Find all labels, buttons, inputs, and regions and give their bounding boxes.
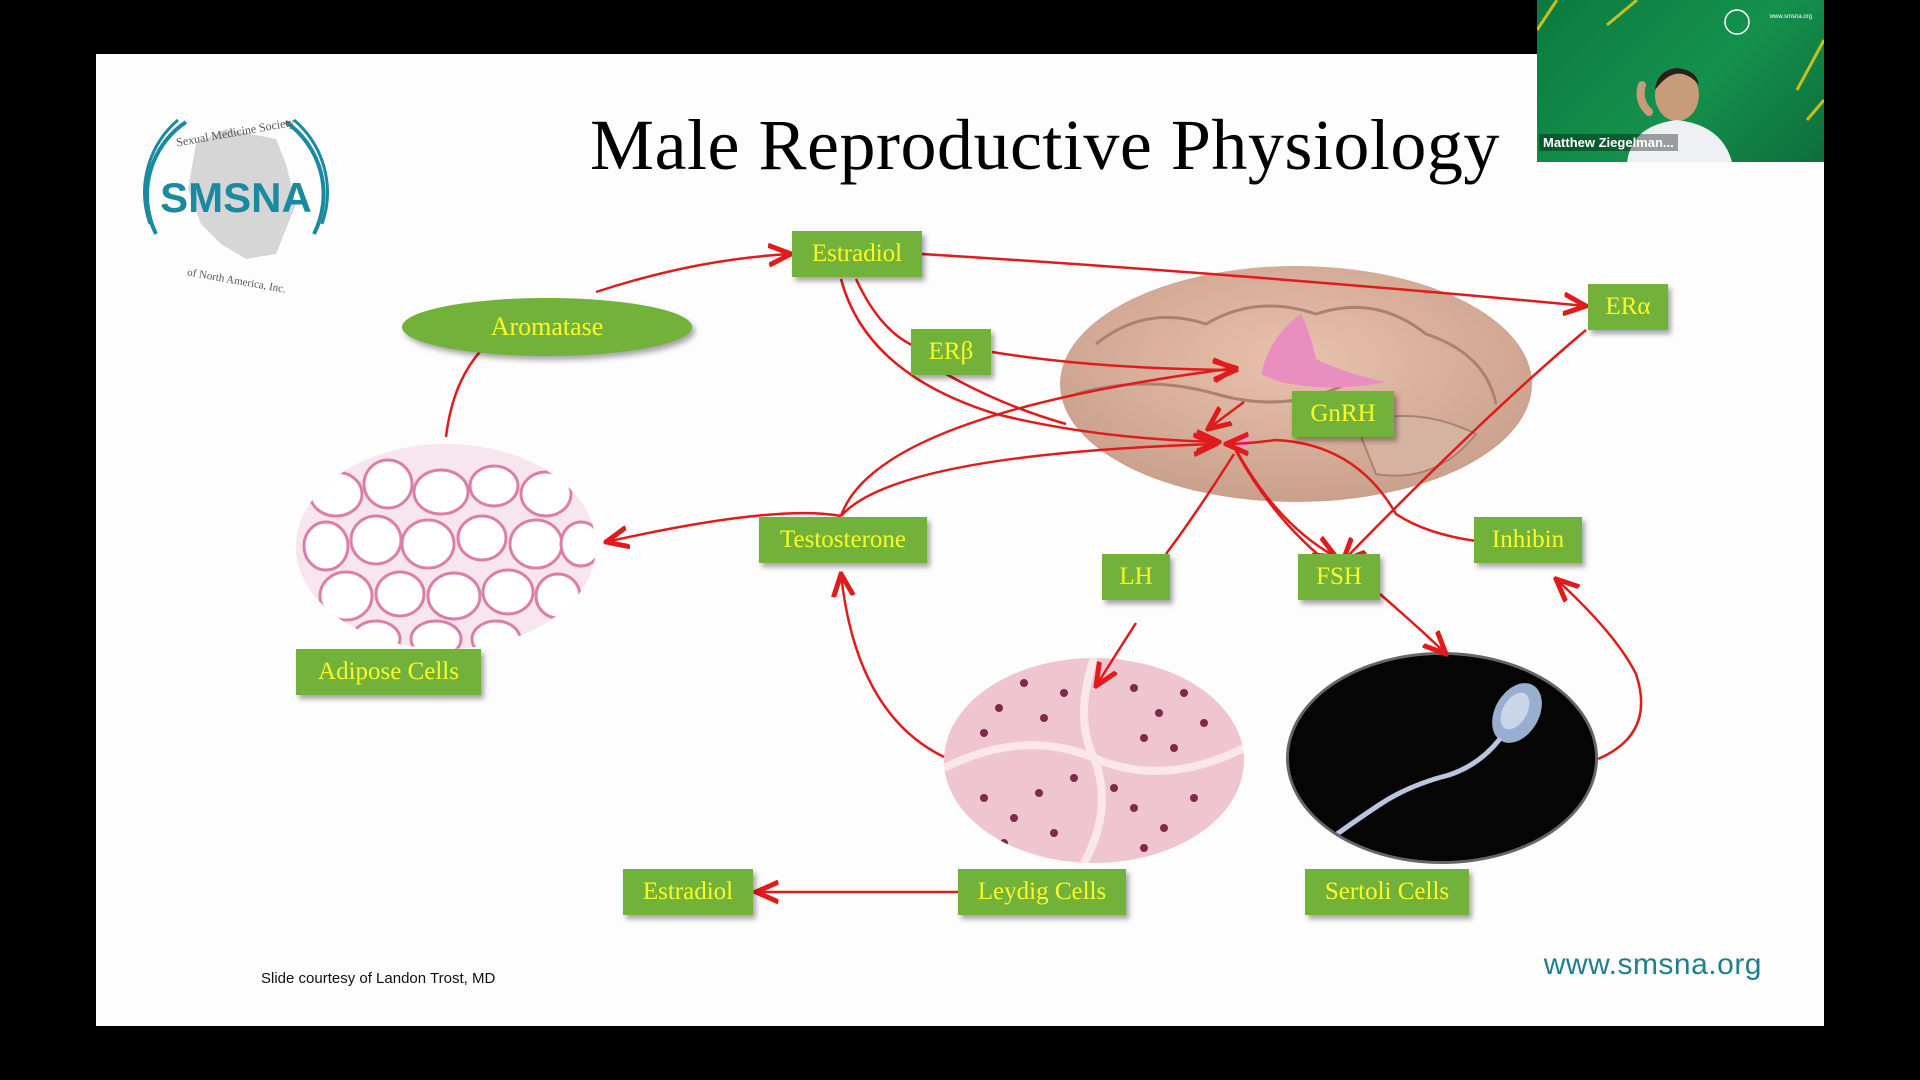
node-aromatase: Aromatase (402, 298, 692, 356)
sperm-cell-image (1286, 652, 1598, 864)
video-watermark: www.smsna.org (1769, 14, 1812, 20)
leydig-tissue-image (944, 658, 1244, 863)
node-estradiol-bottom: Estradiol (623, 869, 753, 915)
node-lh: LH (1102, 554, 1170, 600)
adipose-tissue-image (296, 444, 596, 649)
node-testosterone: Testosterone (759, 517, 927, 563)
logo-abbreviation: SMSNA (160, 174, 312, 221)
node-gnrh: GnRH (1292, 391, 1394, 437)
slide-credit: Slide courtesy of Landon Trost, MD (261, 970, 496, 987)
node-adipose-cells: Adipose Cells (296, 649, 481, 695)
slide-title: Male Reproductive Physiology (590, 105, 1500, 185)
node-estradiol-top: Estradiol (792, 231, 922, 277)
node-er-beta: ERβ (911, 329, 991, 375)
presentation-slide: Sexual Medicine Society SMSNA of North A… (96, 54, 1824, 1026)
smsna-logo: Sexual Medicine Society SMSNA of North A… (126, 84, 346, 304)
participant-video-feed (1537, 0, 1824, 162)
participant-video-tile[interactable]: www.smsna.org Matthew Ziegelman... (1537, 0, 1824, 162)
node-sertoli-cells: Sertoli Cells (1305, 869, 1469, 915)
node-inhibin: Inhibin (1474, 517, 1582, 563)
slide-url: www.smsna.org (1543, 948, 1762, 981)
participant-name-label: Matthew Ziegelman... (1539, 134, 1678, 151)
node-fsh: FSH (1298, 554, 1380, 600)
node-er-alpha: ERα (1588, 284, 1668, 330)
node-leydig-cells: Leydig Cells (958, 869, 1126, 915)
